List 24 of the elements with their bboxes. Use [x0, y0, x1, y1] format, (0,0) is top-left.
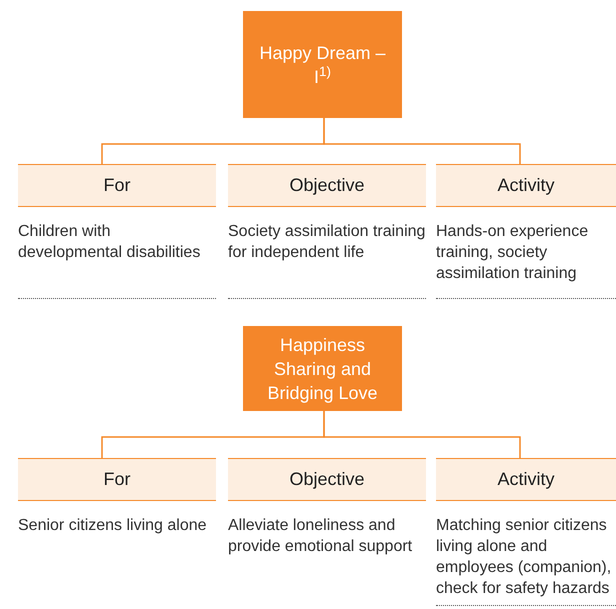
description-text: Alleviate loneliness and provide emotional support — [228, 516, 414, 557]
column-heading: Objective — [289, 174, 365, 197]
header-band — [18, 458, 216, 501]
header-band — [228, 458, 426, 501]
column-heading: For — [104, 468, 130, 491]
program-title: Happy Dream –I$^{1)}$ — [258, 42, 387, 88]
description-text: Society assimilation training for independent life — [228, 222, 426, 263]
column-heading: Activity — [497, 468, 554, 491]
program-box — [243, 11, 402, 118]
description-text: Children with developmental disabilities — [18, 222, 202, 263]
description-text: Senior citizens living alone — [18, 516, 208, 536]
column-heading: For — [104, 174, 130, 197]
header-band — [18, 164, 216, 207]
connector-line — [323, 411, 521, 458]
header-band — [228, 164, 426, 207]
program-title: Happiness Sharing and Bridging Love — [266, 334, 379, 404]
column-heading: Objective — [289, 468, 365, 491]
connector-line — [323, 118, 521, 164]
header-band — [436, 458, 616, 501]
description-text: Hands-on experience training, society assimilation training — [436, 222, 590, 284]
description-text: Matching senior citizens living alone and employees (companion), check for safety hazards — [436, 516, 612, 599]
header-band — [436, 164, 616, 207]
column-heading: Activity — [497, 174, 554, 197]
program-box — [243, 326, 402, 411]
